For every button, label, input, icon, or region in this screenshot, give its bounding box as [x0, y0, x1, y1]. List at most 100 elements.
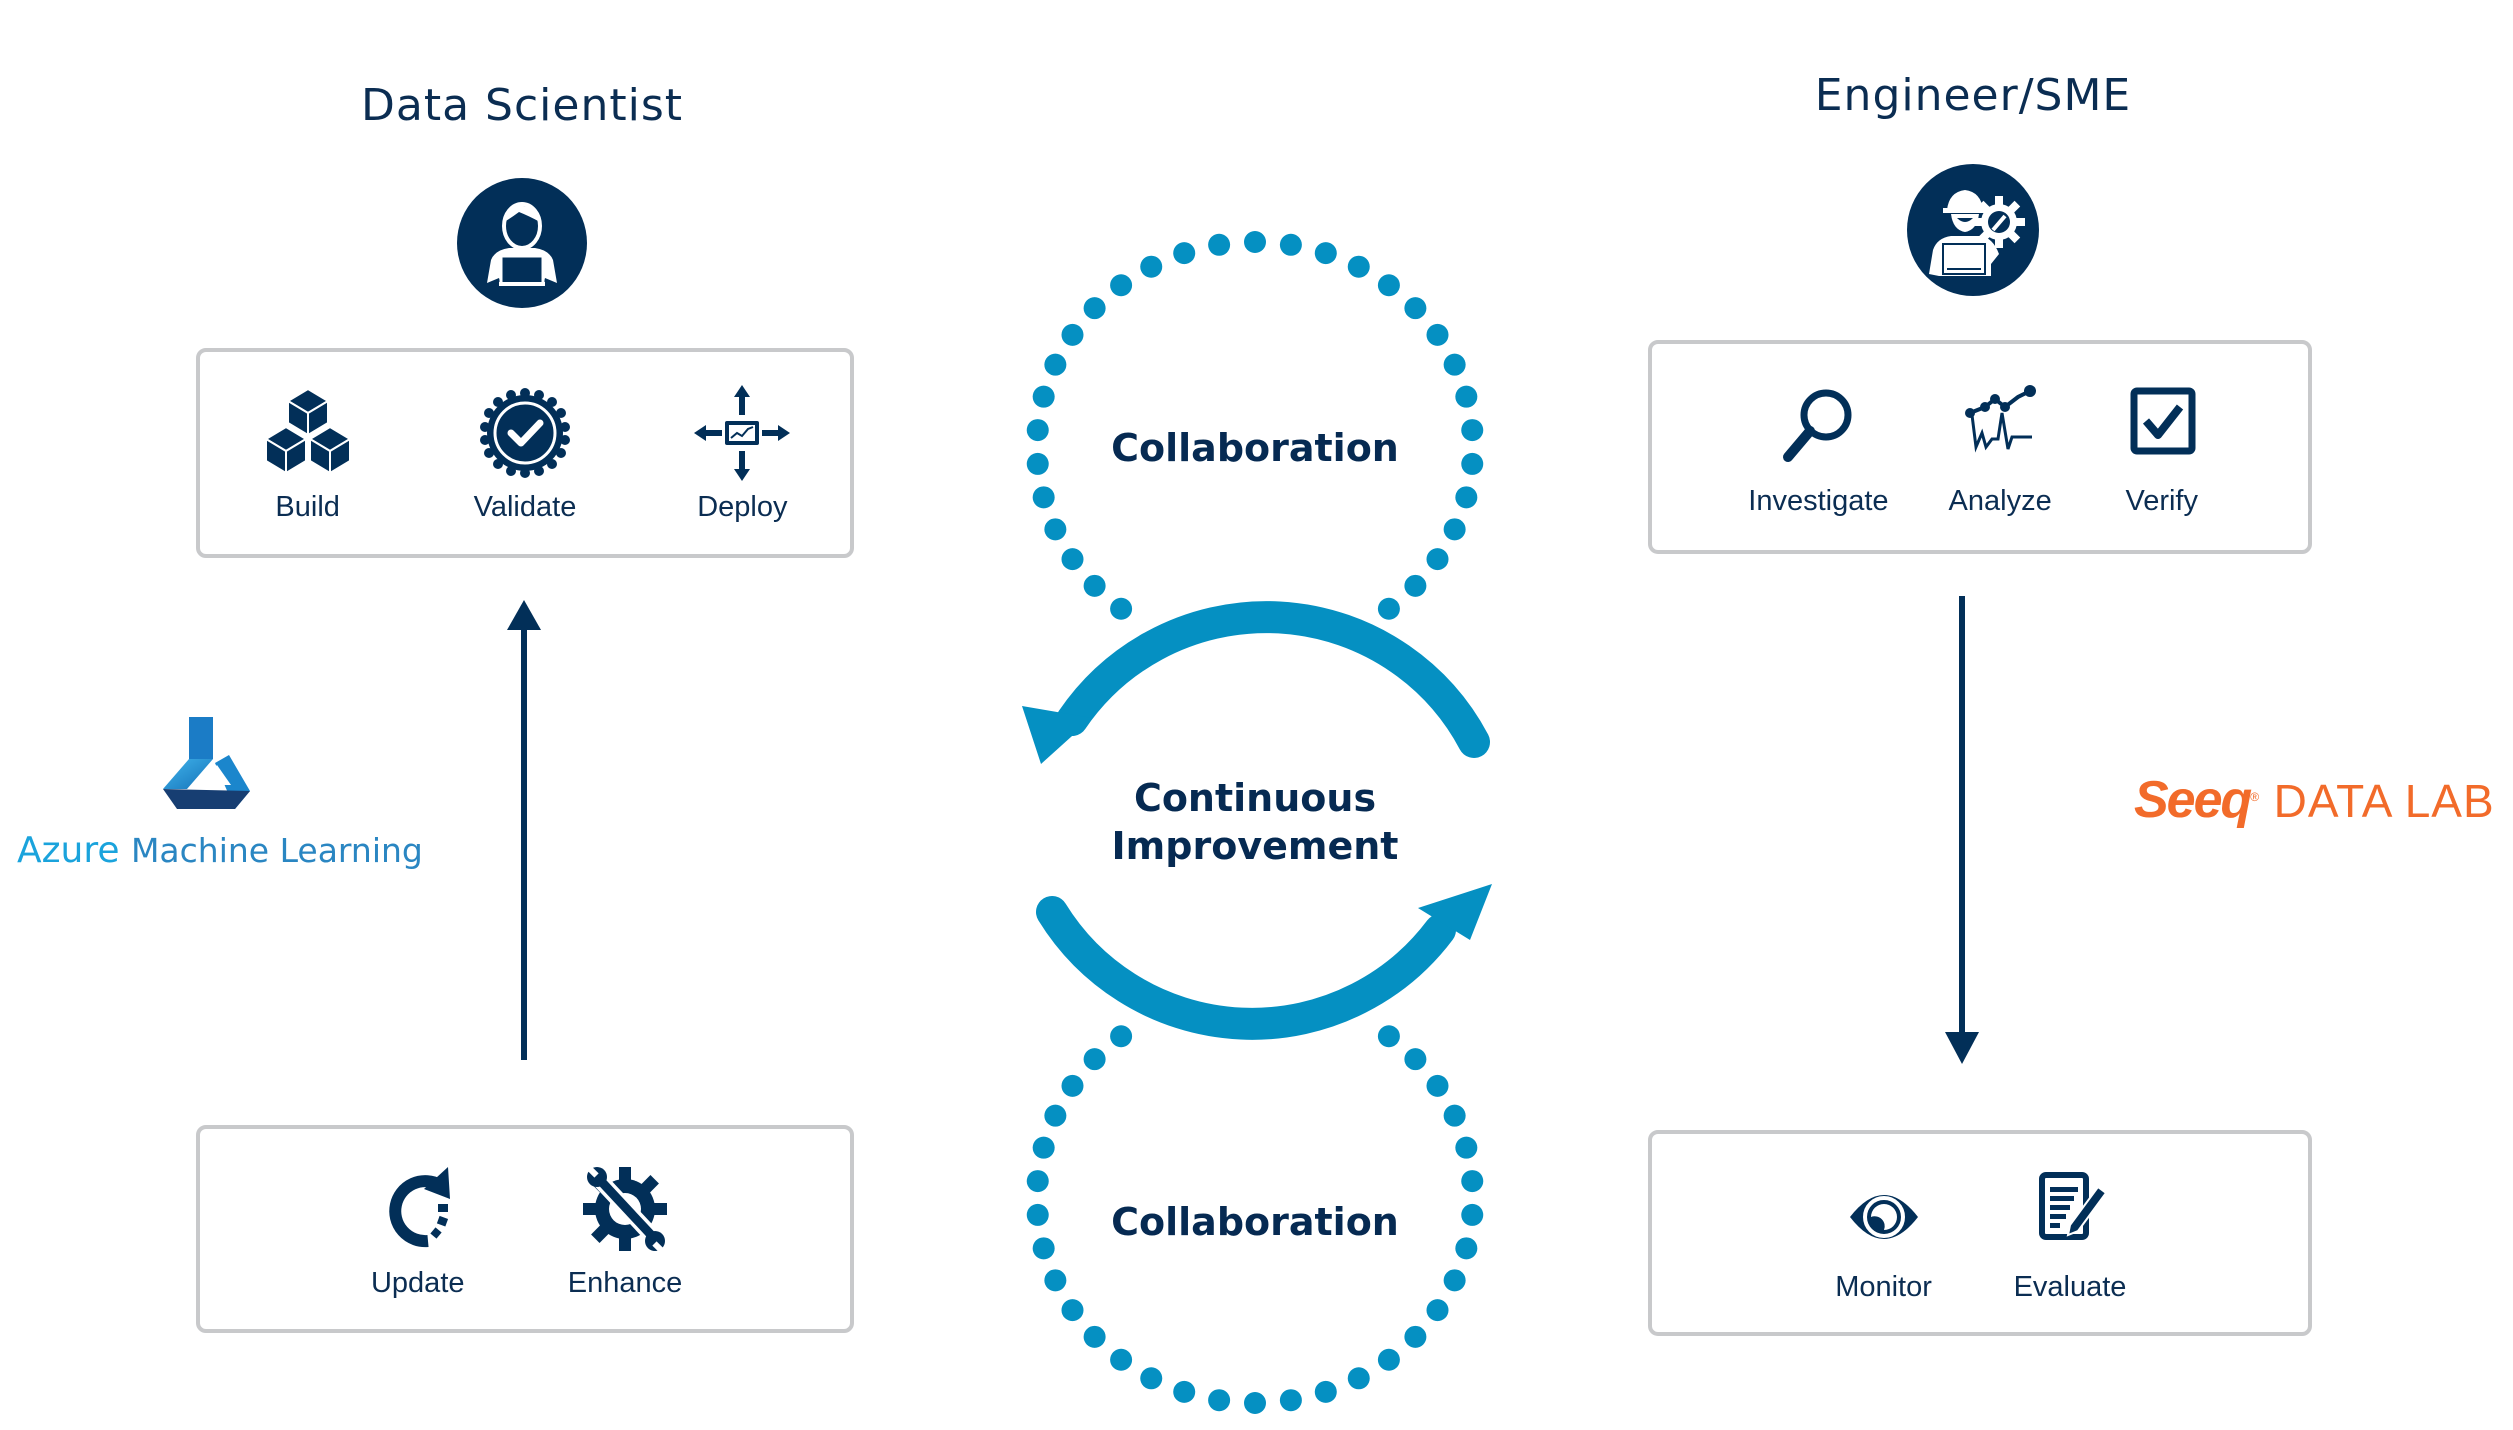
collaboration-dot: [1426, 323, 1449, 346]
seeq-data-lab-logo: Seeq® DATA LAB: [2134, 770, 2495, 830]
update-item[interactable]: Update: [368, 1159, 468, 1300]
collaboration-dot: [1110, 1348, 1133, 1371]
validate-label: Validate: [473, 490, 577, 523]
collaboration-dot: [1443, 518, 1466, 541]
lower-cycle-arrowhead: [1418, 884, 1492, 940]
collaboration-dot: [1455, 385, 1478, 408]
deploy-label: Deploy: [697, 490, 788, 523]
engineer-hardhat-gear-icon: [1929, 190, 2025, 276]
collaboration-dot: [1110, 1025, 1133, 1048]
build-item[interactable]: Build: [258, 383, 358, 524]
collaboration-dot: [1110, 597, 1133, 620]
collaboration-dot: [1173, 242, 1196, 265]
collaboration-dot: [1404, 1325, 1427, 1348]
collaboration-dot: [1244, 1392, 1266, 1414]
collaboration-dot: [1061, 323, 1084, 346]
collaboration-dot: [1061, 1299, 1084, 1322]
collaboration-dot: [1083, 1325, 1106, 1348]
collaboration-dot: [1140, 1367, 1163, 1390]
collaboration-dot: [1026, 419, 1049, 442]
upper-cycle-arrow: [1056, 601, 1490, 758]
monitor-item[interactable]: Monitor: [1834, 1163, 1934, 1304]
document-pencil-icon: [2020, 1163, 2120, 1263]
analyze-label: Analyze: [1948, 484, 2052, 517]
collaboration-dot: [1347, 1367, 1370, 1390]
seeq-registered-mark: ®: [2250, 789, 2260, 804]
collaboration-dot: [1083, 1048, 1106, 1071]
collaboration-dot: [1404, 297, 1427, 320]
bottom-collaboration-label: Collaboration: [1111, 1200, 1399, 1244]
monitor-label: Monitor: [1835, 1270, 1932, 1303]
verify-item[interactable]: Verify: [2112, 377, 2212, 518]
collaboration-dot: [1083, 574, 1106, 597]
cubes-icon: [258, 383, 358, 483]
collaboration-dot: [1061, 1074, 1084, 1097]
collaboration-dot: [1044, 353, 1067, 376]
collaboration-dot: [1404, 1048, 1427, 1071]
collaboration-dot: [1279, 233, 1302, 256]
collaboration-dot: [1110, 274, 1133, 297]
upper-cycle-arrowhead: [1022, 706, 1092, 764]
continuous-label-line1: Continuous: [1133, 776, 1377, 820]
collaboration-dot: [1026, 1203, 1049, 1226]
collaboration-dot: [1377, 1025, 1400, 1048]
collaboration-dot: [1044, 518, 1067, 541]
collaboration-dot: [1443, 1104, 1466, 1127]
flow-down-arrow: [1945, 596, 1979, 1064]
collaboration-dot: [1044, 1269, 1067, 1292]
build-label: Build: [275, 490, 340, 523]
seeq-brand-text: Seeq: [2134, 771, 2252, 829]
collaboration-dot: [1426, 548, 1449, 571]
collaboration-dot: [1404, 574, 1427, 597]
collaboration-dot: [1140, 255, 1163, 278]
collaboration-dot: [1455, 486, 1478, 509]
investigate-label: Investigate: [1748, 484, 1889, 517]
collaboration-dot: [1032, 486, 1055, 509]
circular-arrows-icon: [1022, 601, 1492, 1040]
refresh-icon: [368, 1159, 468, 1259]
collaboration-dot: [1443, 353, 1466, 376]
collaboration-dot: [1083, 297, 1106, 320]
collaboration-dot: [1426, 1299, 1449, 1322]
collaboration-dot: [1461, 419, 1484, 442]
collaboration-dot: [1314, 1380, 1337, 1403]
deploy-item[interactable]: Deploy: [692, 383, 792, 524]
badge-check-icon: [475, 383, 575, 483]
magnifier-icon: [1768, 377, 1868, 477]
continuous-improvement-label: Continuous Improvement: [1055, 774, 1455, 870]
continuous-label-line2: Improvement: [1111, 824, 1399, 868]
azure-ml-logo: Azure Machine Learning: [0, 705, 423, 895]
collaboration-dot: [1455, 1136, 1478, 1159]
validate-item[interactable]: Validate: [473, 383, 577, 524]
collaboration-dot: [1314, 242, 1337, 265]
engineer-avatar: [1907, 164, 2039, 296]
collaboration-dot: [1377, 274, 1400, 297]
collaboration-dot: [1244, 231, 1266, 253]
data-scientist-bottom-box: Update E: [196, 1125, 854, 1333]
data-scientist-avatar: [457, 178, 587, 308]
update-label: Update: [370, 1266, 465, 1299]
data-scientist-top-box: Build Validate: [196, 348, 854, 558]
collaboration-dot: [1443, 1269, 1466, 1292]
enhance-label: Enhance: [567, 1266, 683, 1299]
top-collaboration-dotted-circle: [1026, 231, 1484, 620]
enhance-item[interactable]: Enhance: [567, 1159, 683, 1300]
checkbox-icon: [2112, 377, 2212, 477]
collaboration-dot: [1426, 1074, 1449, 1097]
analyze-item[interactable]: Analyze: [1949, 377, 2052, 518]
gear-wrench-icon: [575, 1159, 675, 1259]
collaboration-dot: [1461, 452, 1484, 475]
investigate-item[interactable]: Investigate: [1748, 377, 1889, 518]
collaboration-dot: [1377, 1348, 1400, 1371]
collaboration-dot: [1044, 1104, 1067, 1127]
collaboration-dot: [1461, 1203, 1484, 1226]
evaluate-item[interactable]: Evaluate: [2014, 1163, 2126, 1304]
azure-ml-flask-icon: [163, 717, 250, 809]
trend-chart-icon: [1950, 377, 2050, 477]
collaboration-dot: [1377, 597, 1400, 620]
collaboration-dot: [1208, 233, 1231, 256]
azure-product-text: Machine Learning: [130, 831, 423, 870]
flow-up-arrow: [507, 600, 541, 1060]
engineer-title: Engineer/SME: [1814, 70, 2132, 121]
